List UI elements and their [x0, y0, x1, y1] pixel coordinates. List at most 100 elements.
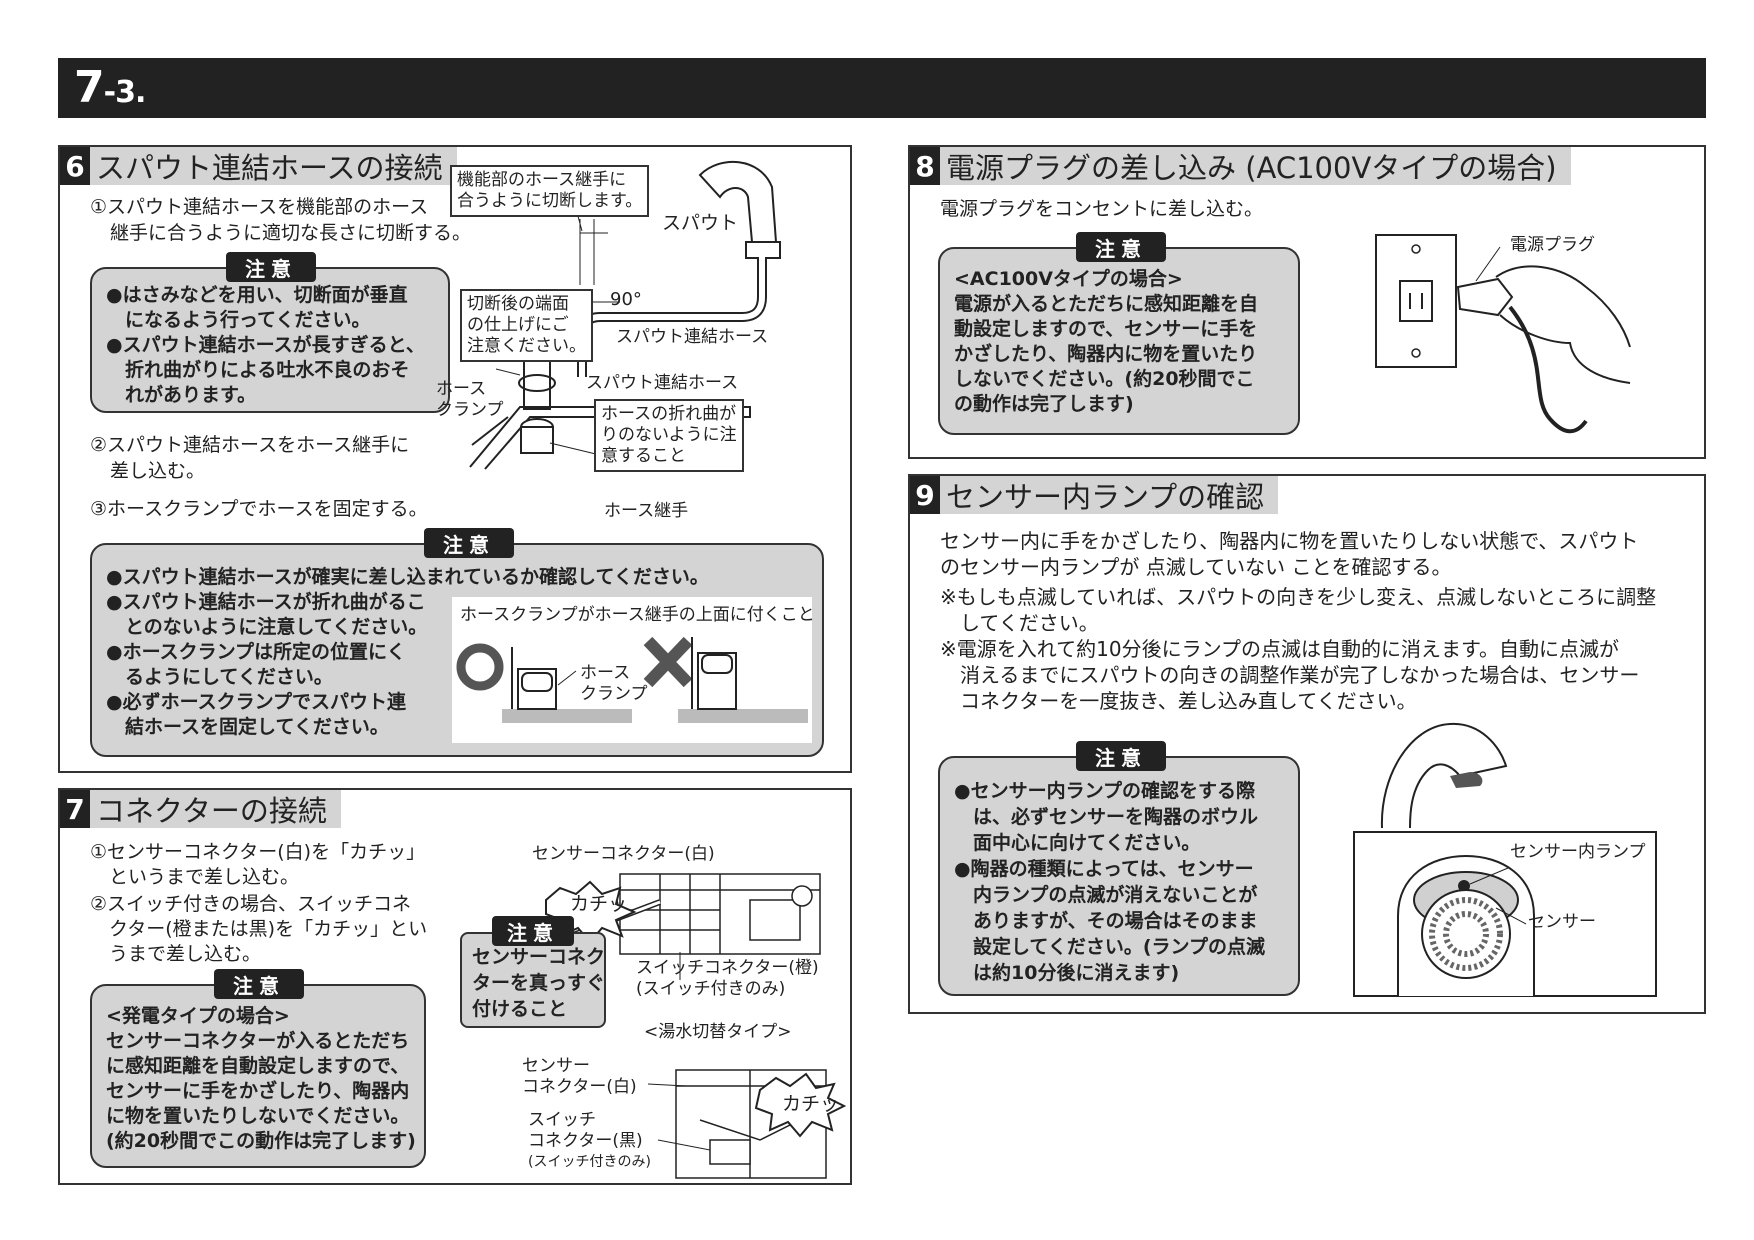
- s9-sensor-diagram: [1353, 722, 1657, 997]
- s6-label-hose-2: スパウト連結ホース: [586, 373, 739, 393]
- s6-caution-box-1: ●はさみなどを用い、切断面が垂直 になるよう行ってください。 ●スパウト連結ホー…: [90, 267, 450, 413]
- s7-caution-text: <発電タイプの場合> センサーコネクターが入るとただち に感知距離を自動設定しま…: [106, 1004, 416, 1154]
- leader: [495, 368, 521, 376]
- s6-caution-1-text: ●はさみなどを用い、切断面が垂直 になるよう行ってください。 ●スパウト連結ホー…: [106, 283, 425, 408]
- s7-callout-box: センサーコネク ターを真っすぐ 付けること: [460, 932, 606, 1028]
- s9-caution-tag: 注意: [1076, 741, 1166, 771]
- s9-line: ※もしも点滅していれば、スパウトの向きを少し変え、点滅しないところに調整: [940, 585, 1657, 609]
- s7-label-line: スイッチ: [528, 1110, 596, 1130]
- leader: [1495, 907, 1527, 925]
- section-8-panel: 8 電源プラグの差し込み (AC100Vタイプの場合) 電源プラグをコンセントに…: [908, 145, 1706, 459]
- outlet-plate: [1375, 234, 1457, 368]
- section-9-heading: 9 センサー内ランプの確認: [910, 476, 1279, 514]
- s6-caution-tag-1: 注意: [226, 252, 316, 282]
- s8-caution-line: <AC100Vタイプの場合>: [954, 268, 1183, 290]
- clamp-ring: [518, 374, 556, 392]
- sensor-lamp-icon: [1458, 880, 1470, 892]
- s7-label-line: センサー: [522, 1056, 590, 1076]
- outlet-screw: [1411, 244, 1421, 254]
- s9-caution-line: ありますが、その場合はそのまま: [954, 910, 1258, 932]
- s7-caution-tag: 注意: [214, 969, 304, 999]
- s8-caution-tag: 注意: [1076, 232, 1166, 262]
- s7-caution-line: <発電タイプの場合>: [106, 1005, 290, 1027]
- s6-label-line: ホース: [436, 379, 487, 399]
- s7-caution-line: に物を置いたりしないでください。: [106, 1105, 410, 1127]
- s6-step1-line2: 継手に合うように適切な長さに切断する。: [110, 222, 472, 244]
- s6-label-line: の仕上げにご: [467, 315, 569, 335]
- s8-caution-line: しないでください。(約20秒間でこ: [954, 368, 1255, 390]
- s7-caution-line: (約20秒間でこの動作は完了します): [106, 1130, 416, 1152]
- s9-caution-line: 設定してください。(ランプの点滅: [954, 936, 1265, 958]
- s6-inset-title: ホースクランプがホース継手の上面に付くこと: [460, 605, 815, 625]
- s9-caution-line: は約10分後に消えます): [954, 962, 1180, 984]
- joint-body: [520, 426, 554, 454]
- s7-step1: ①センサーコネクター(白)を「カチッ」 というまで差し込む。: [90, 840, 425, 890]
- s9-line: 消えるまでにスパウトの向きの調整作業が完了しなかった場合は、センサー: [940, 663, 1640, 687]
- outlet-socket: [1399, 280, 1433, 322]
- section-6-panel: 6 スパウト連結ホースの接続 ①スパウト連結ホースを機能部のホース 継手に合うよ…: [58, 145, 852, 773]
- leader: [647, 1083, 687, 1087]
- s7-label-line: コネクター(白): [522, 1077, 637, 1097]
- s6-label-line: ホース: [580, 663, 631, 683]
- s9-caution-text: ●センサー内ランプの確認をする際 は、必ずセンサーを陶器のボウル 面中心に向けて…: [954, 778, 1265, 986]
- s7-label-sensor-2: センサー コネクター(白): [522, 1056, 637, 1098]
- section-9-title: センサー内ランプの確認: [946, 480, 1265, 514]
- s6-label-line: 注意ください。: [467, 336, 586, 356]
- s8-caution-line: の動作は完了します): [954, 393, 1134, 415]
- s8-caution-line: 動設定しますので、センサーに手を: [954, 318, 1258, 340]
- section-9-panel: 9 センサー内ランプの確認 センサー内に手をかざしたり、陶器内に物を置いたりしな…: [908, 474, 1706, 1014]
- s9-caution-line: ●センサー内ランプの確認をする際: [954, 780, 1256, 802]
- ng-base: [678, 709, 808, 723]
- s9-label-sensor: センサー: [1528, 912, 1596, 932]
- sensor-grid: [1429, 897, 1503, 971]
- clamp-shape: [523, 356, 551, 410]
- s7-connector-diagram: [545, 873, 847, 1179]
- s6-caution-2-line: ●必ずホースクランプでスパウト連: [106, 691, 407, 713]
- leader: [1475, 246, 1501, 282]
- leader: [549, 442, 601, 456]
- s7-label-click-2: カチッ: [782, 1093, 840, 1115]
- s6-inset-clamp-label: ホース クランプ: [580, 663, 648, 705]
- section-7-panel: 7 コネクターの接続 ①センサーコネクター(白)を「カチッ」 というまで差し込む…: [58, 788, 852, 1185]
- section-8-title: 電源プラグの差し込み (AC100Vタイプの場合): [946, 151, 1557, 185]
- s6-caution-2-line: 結ホースを固定してください。: [106, 716, 389, 738]
- chapter-header-bar: [58, 58, 1706, 118]
- s6-label-angle: 90°: [610, 289, 642, 310]
- s9-paragraph-2: ※もしも点滅していれば、スパウトの向きを少し変え、点滅しないところに調整 してく…: [940, 584, 1656, 636]
- spout-base: [745, 241, 781, 259]
- s7-label-click-1: カチッ: [570, 893, 628, 915]
- s6-label-line: ホースの折れ曲が: [601, 404, 737, 424]
- s6-caution-1-line: 折れ曲がりによる吐水不良のおそ: [106, 359, 410, 381]
- s6-label-line: 機能部のホース継手に: [457, 170, 627, 190]
- s6-label-spout: スパウト: [662, 212, 739, 234]
- s7-label-line: スイッチコネクター(橙): [636, 958, 819, 978]
- s6-label-line: 切断後の端面: [467, 294, 569, 314]
- s7-label-switch-conn: スイッチコネクター(橙) (スイッチ付きのみ): [636, 958, 819, 1000]
- s7-step-line: うまで差し込む。: [90, 943, 262, 965]
- plug-body: [1456, 277, 1514, 317]
- s7-caution-line: センサーに手をかざしたり、陶器内: [106, 1080, 410, 1102]
- s6-caution-2-line: ●スパウト連結ホースが確実に差し込まれているか確認してください。: [106, 566, 709, 588]
- section-6-number: 6: [60, 147, 90, 185]
- section-8-number: 8: [910, 147, 940, 185]
- s8-plug-diagram: [1375, 234, 1631, 434]
- s6-label-line: 合うように切断します。: [457, 191, 643, 211]
- s6-step3: ③ホースクランプでホースを固定する。: [90, 498, 428, 520]
- section-7-title: コネクターの接続: [96, 794, 327, 828]
- s9-paragraph-1: センサー内に手をかざしたり、陶器内に物を置いたりしない状態で、スパウト のセンサ…: [940, 528, 1638, 580]
- s9-line: コネクターを一度抜き、差し込み直してください。: [940, 689, 1417, 713]
- s9-caution-box: ●センサー内ランプの確認をする際 は、必ずセンサーを陶器のボウル 面中心に向けて…: [938, 756, 1300, 996]
- s6-label-line: クランプ: [436, 400, 504, 420]
- spout-tip: [1450, 772, 1483, 788]
- outlet-screw: [1411, 348, 1421, 358]
- s6-caution-2-line: るようにしてください。: [106, 666, 333, 688]
- ok-clamp: [521, 672, 553, 692]
- s8-caution-line: かざしたり、陶器内に物を置いたり: [954, 343, 1258, 365]
- section-6-heading: 6 スパウト連結ホースの接続: [60, 147, 457, 185]
- ok-base: [502, 709, 632, 723]
- ok-circle-icon: [456, 643, 504, 691]
- s7-step-line: クター(橙または黒)を「カチッ」とい: [90, 918, 428, 940]
- section-8-heading: 8 電源プラグの差し込み (AC100Vタイプの場合): [910, 147, 1571, 185]
- s8-label-plug: 電源プラグ: [1510, 235, 1595, 255]
- sensor-grid: [1443, 911, 1489, 957]
